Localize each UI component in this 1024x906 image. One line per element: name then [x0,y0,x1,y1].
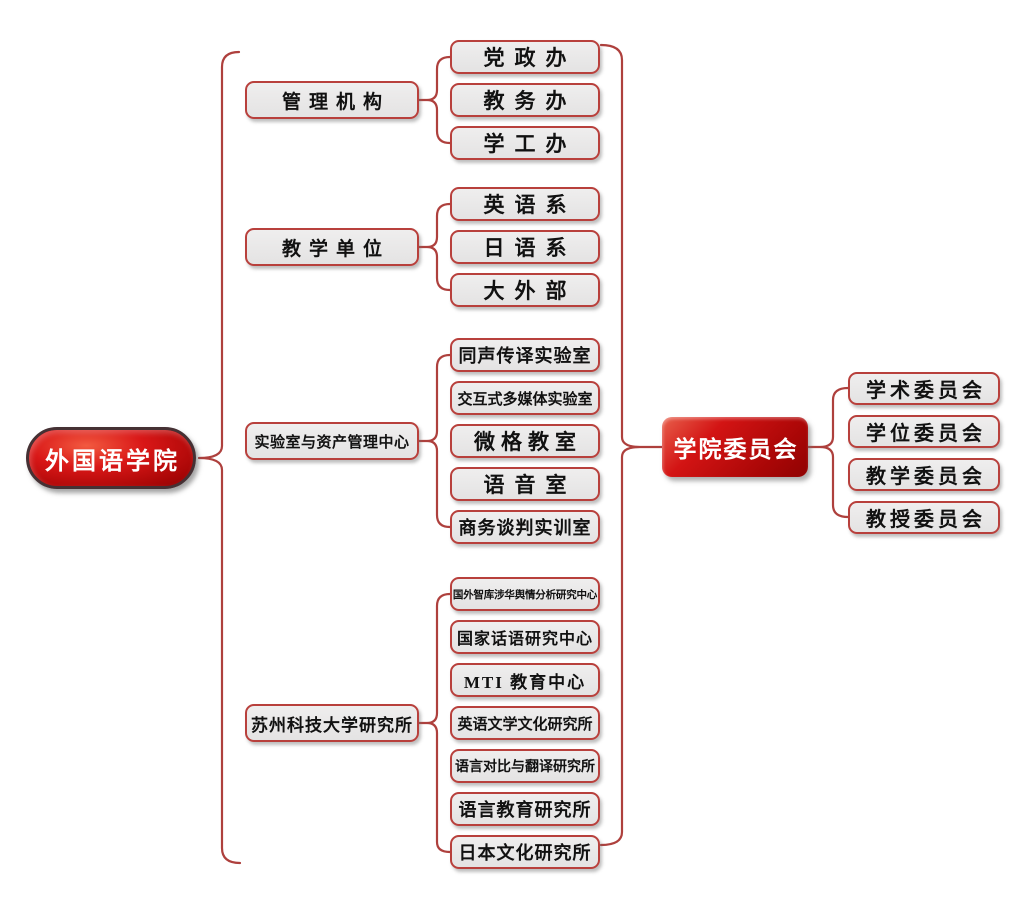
leaf-english-dept: 英语系 [450,187,600,221]
branch-teaching-units: 教学单位 [245,228,419,266]
leaf-degree-committee: 学位委员会 [848,415,1000,448]
leaf-language-lab: 语音室 [450,467,600,501]
brace-committee-children [806,386,850,519]
leaf-college-english-dept: 大外部 [450,273,600,307]
branch-research-institutes: 苏州科技大学研究所 [245,704,419,742]
leaf-language-contrast-translation-institute: 语言对比与翻译研究所 [450,749,600,783]
leaf-party-gov-office: 党政办 [450,40,600,74]
branch-lab-asset-center: 实验室与资产管理中心 [245,422,419,460]
leaf-micro-teaching-room: 微格教室 [450,424,600,458]
leaf-academic-affairs-office: 教务办 [450,83,600,117]
leaf-professors-committee: 教授委员会 [848,501,1000,534]
leaf-english-literature-culture-institute: 英语文学文化研究所 [450,706,600,740]
leaf-simultaneous-interpretation-lab: 同声传译实验室 [450,338,600,372]
leaf-academic-committee: 学术委员会 [848,372,1000,405]
root-node-foreign-languages-college: 外国语学院 [26,427,196,489]
leaf-foreign-thinktank-opinion-center: 国外智库涉华舆情分析研究中心 [450,577,600,611]
leaf-student-affairs-office: 学工办 [450,126,600,160]
brace-research-institutes [417,592,452,854]
leaf-teaching-committee: 教学委员会 [848,458,1000,491]
leaf-japanese-dept: 日语系 [450,230,600,264]
leaf-interactive-multimedia-lab: 交互式多媒体实验室 [450,381,600,415]
node-college-committee: 学院委员会 [662,417,808,477]
brace-lab-asset-center [417,353,452,529]
brace-admin-orgs [417,55,452,145]
leaf-business-negotiation-training-room: 商务谈判实训室 [450,510,600,544]
brace-to-committee [599,43,664,847]
leaf-national-discourse-center: 国家话语研究中心 [450,620,600,654]
leaf-japanese-culture-institute: 日本文化研究所 [450,835,600,869]
leaf-language-education-institute: 语言教育研究所 [450,792,600,826]
branch-admin-orgs: 管理机构 [245,81,419,119]
leaf-mti-education-center: MTI 教育中心 [450,663,600,697]
brace-teaching-units [417,202,452,292]
brace-root-to-branches [197,50,242,865]
